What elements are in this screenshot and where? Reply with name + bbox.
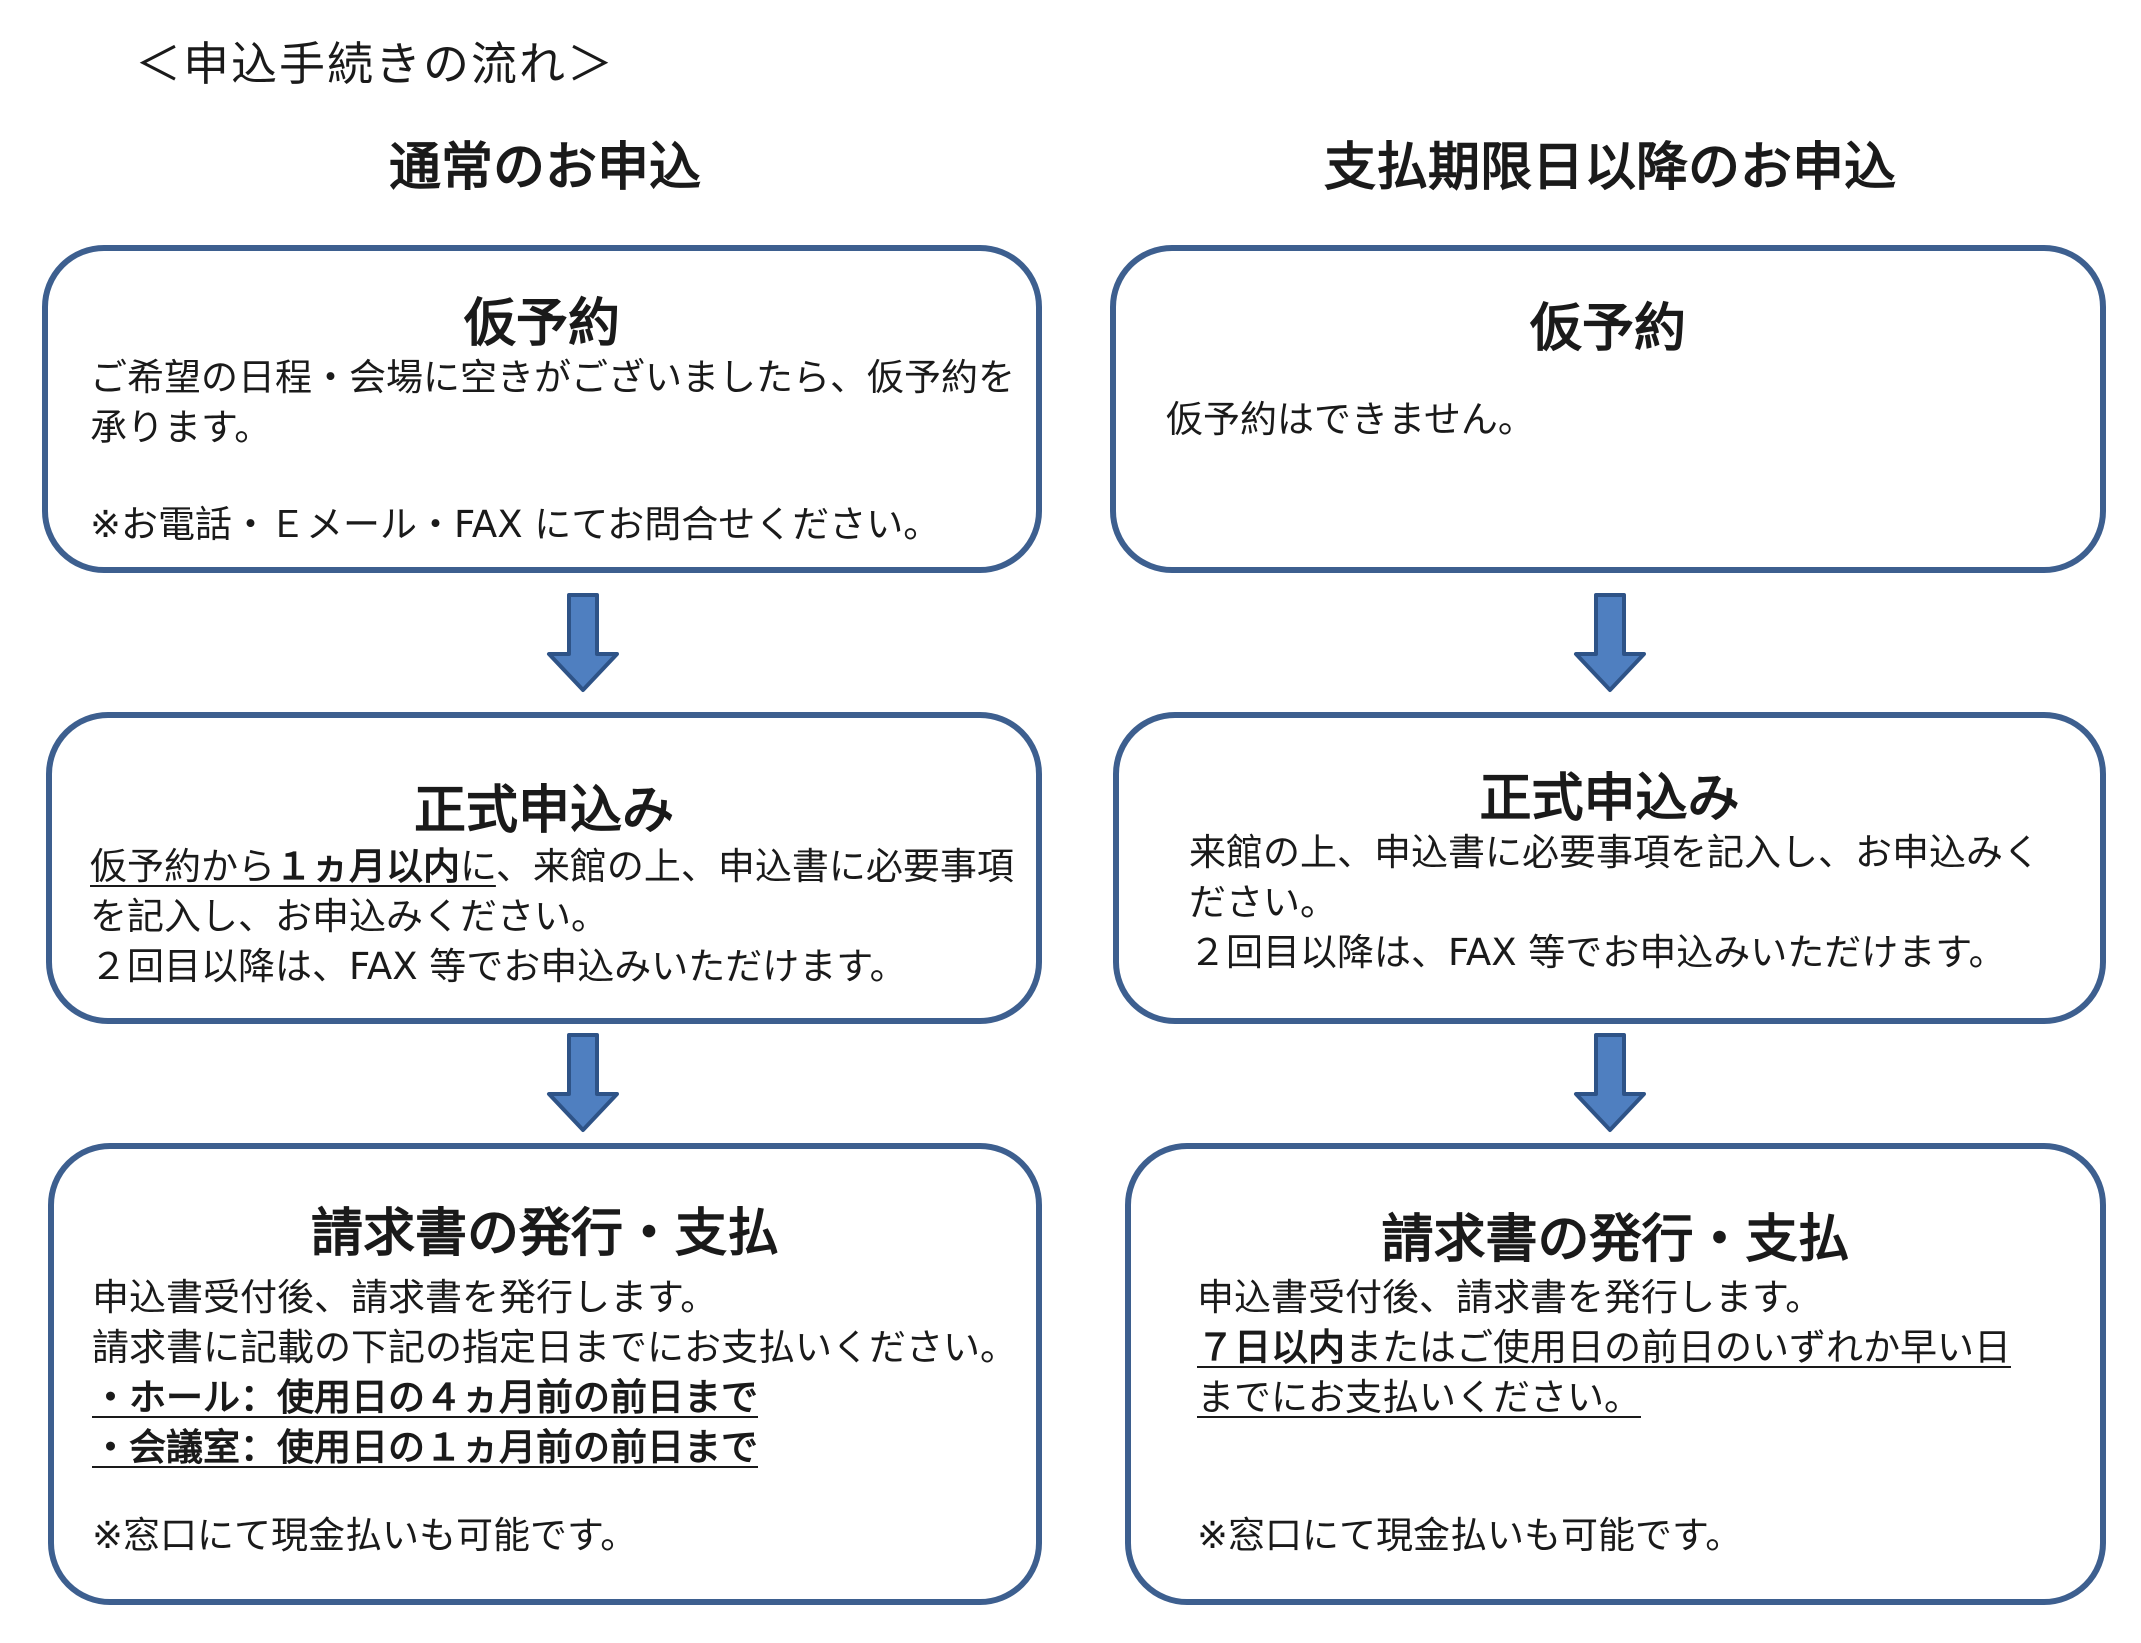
right-step1-line1: 仮予約はできません。 <box>1166 398 1535 441</box>
column-title-left: 通常のお申込 <box>388 138 701 198</box>
left-step1-title: 仮予約 <box>463 294 620 354</box>
right-arrow-2 <box>1574 1033 1646 1132</box>
left-step2-line2: を記入し、お申込みください。 <box>90 895 608 938</box>
left-arrow-2 <box>547 1033 619 1132</box>
right-step2-line1: 来館の上、申込書に必要事項を記入し、お申込みく <box>1189 831 2040 874</box>
right-step3-line4: ※窓口にて現金払いも可能です。 <box>1197 1514 1743 1557</box>
right-arrow-1 <box>1574 593 1646 692</box>
down-arrow-icon <box>547 593 619 692</box>
right-step3-box: 請求書の発行・支払 申込書受付後、請求書を発行します。 ７日以内またはご使用日の… <box>1125 1143 2106 1605</box>
right-step3-line2-rest: またはご使用日の前日のいずれか早い日 <box>1345 1326 2011 1369</box>
page-heading: ＜申込手続きの流れ＞ <box>135 37 615 91</box>
column-title-right: 支払期限日以降のお申込 <box>1323 138 1896 198</box>
left-step2-line1-underlined-c: に <box>460 845 496 888</box>
left-step3-line1: 申込書受付後、請求書を発行します。 <box>92 1276 718 1319</box>
left-step3-line5: ※窓口にて現金払いも可能です。 <box>92 1514 638 1557</box>
left-step2-line1: 仮予約から１ヵ月以内に、来館の上、申込書に必要事項 <box>90 848 1014 885</box>
right-step2-box: 正式申込み 来館の上、申込書に必要事項を記入し、お申込みく ださい。 ２回目以降… <box>1113 712 2106 1024</box>
right-step3-title: 請求書の発行・支払 <box>1381 1210 1850 1270</box>
right-step2-line2: ださい。 <box>1189 881 1337 924</box>
right-step3-line2-bold: ７日以内 <box>1197 1326 1345 1369</box>
down-arrow-icon <box>1574 593 1646 692</box>
down-arrow-icon <box>1574 1033 1646 1132</box>
left-step3-title: 請求書の発行・支払 <box>310 1204 779 1264</box>
left-step2-line1-underlined-bold: １ヵ月以内 <box>275 845 460 888</box>
right-step3-line3: までにお支払いください。 <box>1197 1376 1641 1419</box>
right-step1-box: 仮予約 仮予約はできません。 <box>1110 245 2106 573</box>
left-step1-box: 仮予約 ご希望の日程・会場に空きがございましたら、仮予約を 承ります。 ※お電話… <box>42 245 1042 573</box>
left-step1-line1: ご希望の日程・会場に空きがございましたら、仮予約を <box>90 356 1015 399</box>
left-step2-line1-underlined-a: 仮予約から <box>90 845 275 888</box>
left-step3-line4: ・会議室：使用日の１ヵ月前の前日まで <box>92 1426 758 1469</box>
right-step3-line2: ７日以内またはご使用日の前日のいずれか早い日 <box>1197 1329 2011 1366</box>
left-step1-line2: 承ります。 <box>90 406 272 449</box>
down-arrow-icon <box>547 1033 619 1132</box>
left-step1-line3: ※お電話・Ｅメール・FAX にてお問合せください。 <box>90 503 941 546</box>
left-step3-box: 請求書の発行・支払 申込書受付後、請求書を発行します。 請求書に記載の下記の指定… <box>48 1143 1042 1605</box>
right-step1-title: 仮予約 <box>1529 299 1686 359</box>
left-step2-box: 正式申込み 仮予約から１ヵ月以内に、来館の上、申込書に必要事項 を記入し、お申込… <box>46 712 1042 1024</box>
left-step2-line3: ２回目以降は、FAX 等でお申込みいただけます。 <box>90 945 907 988</box>
left-step2-line1-rest: 、来館の上、申込書に必要事項 <box>495 845 1014 888</box>
left-step3-line3: ・ホール：使用日の４ヵ月前の前日まで <box>92 1376 758 1419</box>
right-step3-line1: 申込書受付後、請求書を発行します。 <box>1197 1276 1823 1319</box>
left-step3-line2: 請求書に記載の下記の指定日までにお支払いください。 <box>92 1326 1017 1369</box>
left-step2-title: 正式申込み <box>413 781 674 841</box>
right-step2-line3: ２回目以降は、FAX 等でお申込みいただけます。 <box>1189 931 2006 974</box>
right-step2-title: 正式申込み <box>1479 769 1740 829</box>
left-arrow-1 <box>547 593 619 692</box>
